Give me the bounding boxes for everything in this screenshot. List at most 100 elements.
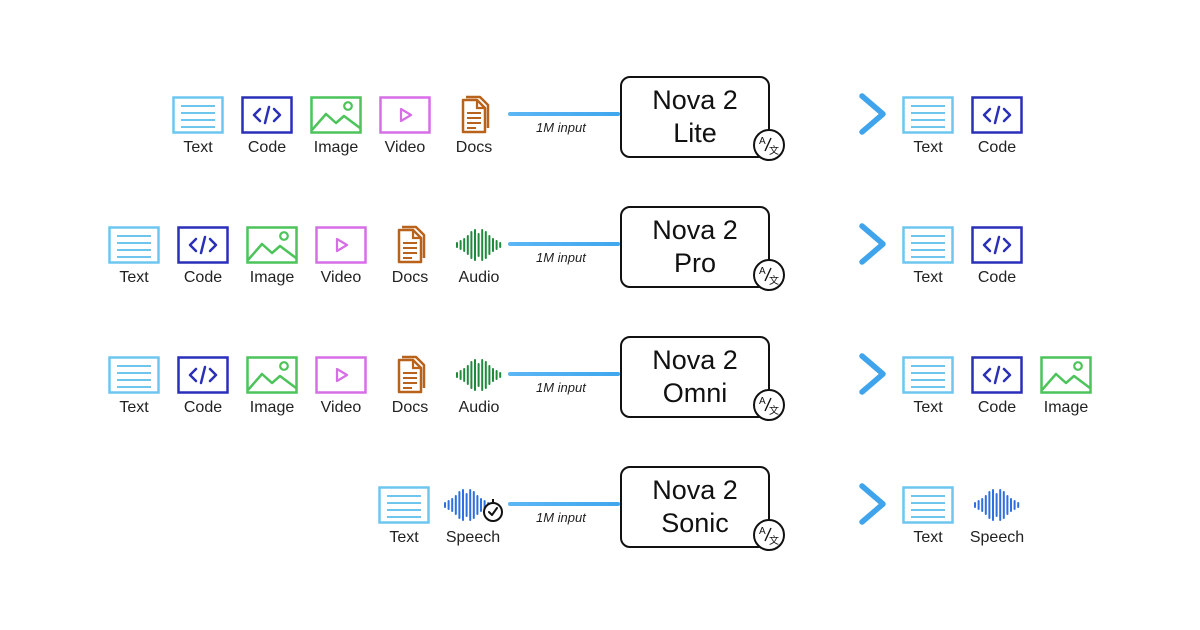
output-arrow [769, 93, 886, 135]
output-speech-item: Speech [962, 485, 1032, 547]
video-icon [315, 225, 367, 265]
text-icon [108, 225, 160, 265]
output-code-item: Code [962, 225, 1032, 287]
code-icon [971, 355, 1023, 395]
code-icon [971, 225, 1023, 265]
input-audio-item: Audio [444, 225, 514, 287]
speech-icon [971, 485, 1023, 525]
input-connector [508, 112, 620, 116]
speech-icon [441, 485, 505, 525]
svg-text:A: A [759, 396, 766, 407]
model-name-line2: Omni [662, 378, 728, 408]
output-label: Image [1043, 399, 1089, 416]
output-arrow [769, 223, 886, 265]
text-icon [902, 355, 954, 395]
translate-icon: A 文 [753, 519, 785, 551]
svg-text:文: 文 [769, 534, 779, 547]
input-text-item: Text [99, 225, 169, 287]
input-label: Text [389, 529, 419, 546]
input-code-item: Code [168, 355, 238, 417]
input-docs-item: Docs [375, 225, 445, 287]
text-icon [378, 485, 430, 525]
input-label: Code [247, 139, 287, 156]
output-text-item: Text [893, 355, 963, 417]
input-video-item: Video [306, 225, 376, 287]
output-arrow [769, 353, 886, 395]
input-image-item: Image [237, 225, 307, 287]
docs-icon [454, 95, 494, 135]
input-label: Image [313, 139, 359, 156]
video-icon [379, 95, 431, 135]
output-label: Text [913, 529, 943, 546]
input-label: Text [119, 269, 149, 286]
model-name-line1: Nova 2 [652, 85, 738, 115]
input-connector [508, 242, 620, 246]
input-label: Docs [391, 399, 429, 416]
docs-icon [390, 225, 430, 265]
input-text-item: Text [369, 485, 439, 547]
code-icon [177, 225, 229, 265]
image-icon [1040, 355, 1092, 395]
input-connector [508, 372, 620, 376]
output-text-item: Text [893, 95, 963, 157]
image-icon [246, 225, 298, 265]
model-name-line2: Lite [673, 118, 717, 148]
input-connector [508, 502, 620, 506]
text-icon [902, 485, 954, 525]
input-image-item: Image [237, 355, 307, 417]
code-icon [241, 95, 293, 135]
input-label: Audio [458, 269, 500, 286]
input-capacity-label: 1M input [536, 380, 586, 395]
image-icon [246, 355, 298, 395]
output-label: Code [977, 139, 1017, 156]
output-arrow [769, 483, 886, 525]
model-name-line1: Nova 2 [652, 345, 738, 375]
output-image-item: Image [1031, 355, 1101, 417]
input-label: Image [249, 269, 295, 286]
text-icon [902, 225, 954, 265]
translate-icon: A 文 [753, 389, 785, 421]
model-name-line1: Nova 2 [652, 475, 738, 505]
input-docs-item: Docs [375, 355, 445, 417]
input-label: Text [119, 399, 149, 416]
model-name-line2: Sonic [661, 508, 729, 538]
video-icon [315, 355, 367, 395]
input-speech-item: Speech [438, 485, 508, 547]
input-video-item: Video [306, 355, 376, 417]
input-capacity-label: 1M input [536, 250, 586, 265]
output-text-item: Text [893, 225, 963, 287]
translate-icon: A 文 [753, 259, 785, 291]
input-capacity-label: 1M input [536, 510, 586, 525]
text-icon [172, 95, 224, 135]
output-label: Code [977, 269, 1017, 286]
output-label: Text [913, 399, 943, 416]
input-audio-item: Audio [444, 355, 514, 417]
output-label: Text [913, 139, 943, 156]
input-video-item: Video [370, 95, 440, 157]
output-text-item: Text [893, 485, 963, 547]
input-label: Image [249, 399, 295, 416]
audio-icon [453, 355, 505, 395]
svg-text:文: 文 [769, 144, 779, 157]
translate-icon: A 文 [753, 129, 785, 161]
input-image-item: Image [301, 95, 371, 157]
image-icon [310, 95, 362, 135]
svg-text:文: 文 [769, 404, 779, 417]
model-name-line2: Pro [673, 248, 717, 278]
input-label: Video [384, 139, 426, 156]
text-icon [902, 95, 954, 135]
output-code-item: Code [962, 355, 1032, 417]
audio-icon [453, 225, 505, 265]
svg-text:A: A [759, 526, 766, 537]
input-docs-item: Docs [439, 95, 509, 157]
text-icon [108, 355, 160, 395]
input-code-item: Code [232, 95, 302, 157]
input-label: Speech [445, 529, 501, 546]
code-icon [971, 95, 1023, 135]
svg-text:A: A [759, 136, 766, 147]
input-text-item: Text [99, 355, 169, 417]
